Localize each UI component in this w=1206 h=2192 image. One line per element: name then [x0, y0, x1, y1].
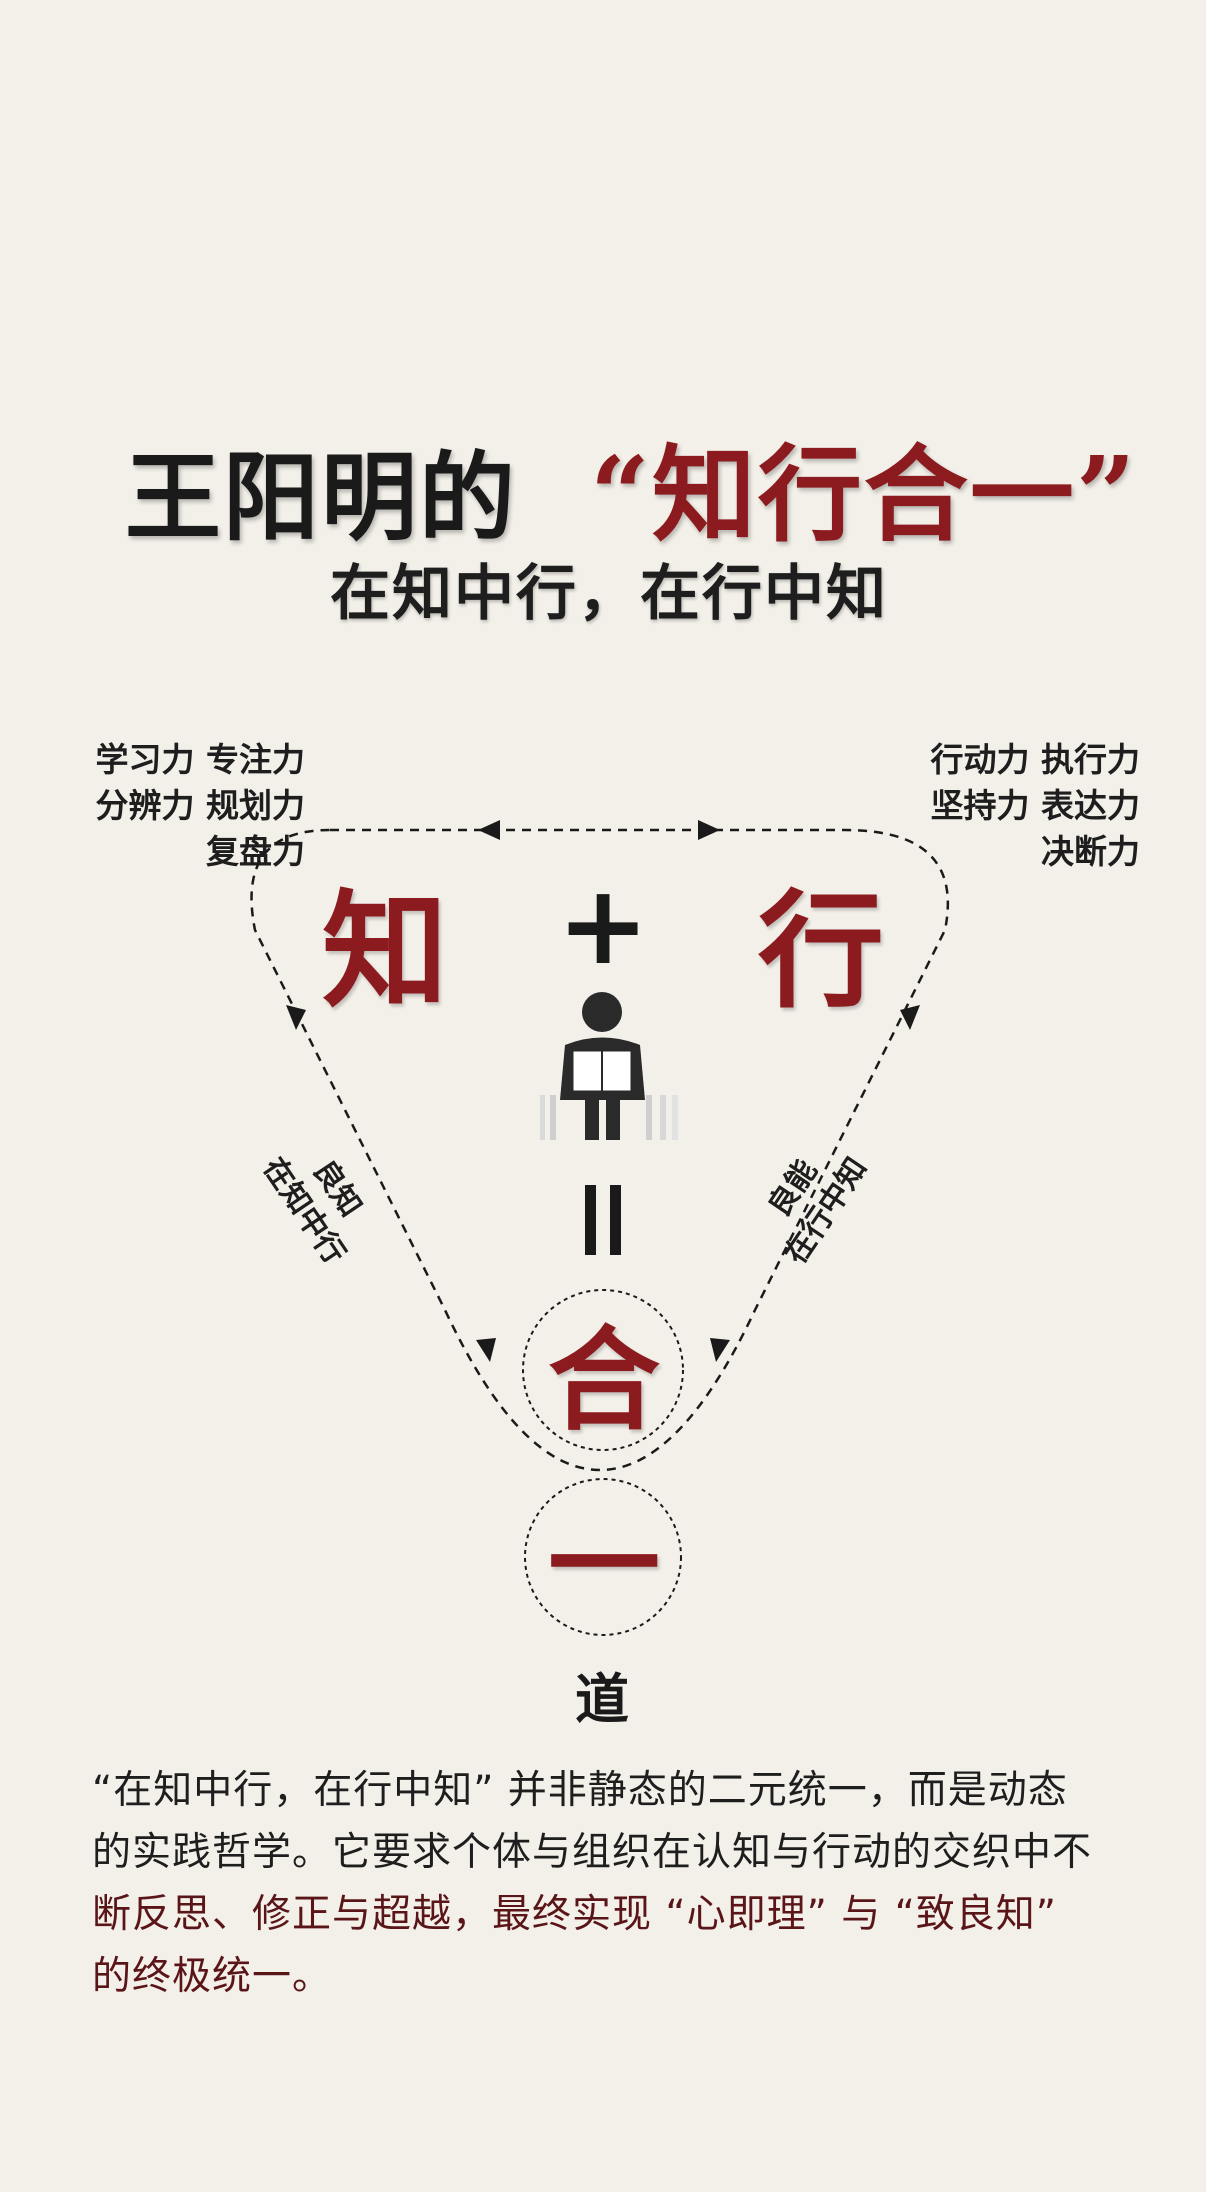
paragraph-line: 的终极统一。	[92, 1954, 333, 1999]
doing-skills: 行动力 执行力 坚持力 表达力 决断力	[880, 737, 1141, 875]
arrow-right-icon	[698, 820, 720, 840]
unity-he-char: 合	[548, 1316, 660, 1446]
skill-line: 复盘力	[206, 832, 305, 871]
plus-sign: +	[557, 861, 650, 989]
arrow-down-icon	[900, 1005, 920, 1030]
yi-circle	[524, 1478, 682, 1636]
paragraph-line: “在知中行，在行中知” 并非静态的二元统一，而是动态	[92, 1768, 1068, 1813]
arrow-down-icon	[710, 1338, 730, 1362]
page-title: 王阳明的	[125, 441, 517, 554]
skill-line: 坚持力 表达力	[930, 786, 1141, 825]
title-row: 王阳明的 “知行合一”	[0, 410, 1206, 556]
arrow-down-icon	[286, 1005, 306, 1030]
skill-line: 行动力 执行力	[930, 740, 1141, 779]
equals-bar	[610, 1185, 621, 1255]
he-circle	[522, 1289, 684, 1451]
page-title-quoted: “知行合一”	[590, 433, 1138, 556]
knowing-skills: 学习力 专注力 分辨力 规划力 复盘力	[60, 737, 306, 875]
arrow-down-icon	[476, 1338, 496, 1362]
reading-person-icon	[540, 992, 678, 1140]
skill-line: 学习力 专注力	[95, 740, 306, 779]
description-paragraph: “在知中行，在行中知” 并非静态的二元统一，而是动态 的实践哲学。它要求个体与组…	[92, 1760, 1172, 2008]
skill-line: 分辨力 规划力	[95, 786, 306, 825]
skill-line: 决断力	[1041, 832, 1140, 871]
knowing-char: 知	[322, 878, 448, 1025]
paragraph-line: 的实践哲学。它要求个体与组织在认知与行动的交织中不	[92, 1830, 1093, 1875]
arrow-left-icon	[478, 820, 500, 840]
equals-bar	[585, 1185, 596, 1255]
page-subtitle: 在知中行，在行中知	[330, 559, 888, 629]
paragraph-line: 断反思、修正与超越，最终实现 “心即理” 与 “致良知”	[92, 1892, 1058, 1937]
dao-label: 道	[575, 1668, 629, 1731]
unity-yi-char: 一	[548, 1501, 660, 1631]
doing-char: 行	[758, 878, 884, 1025]
